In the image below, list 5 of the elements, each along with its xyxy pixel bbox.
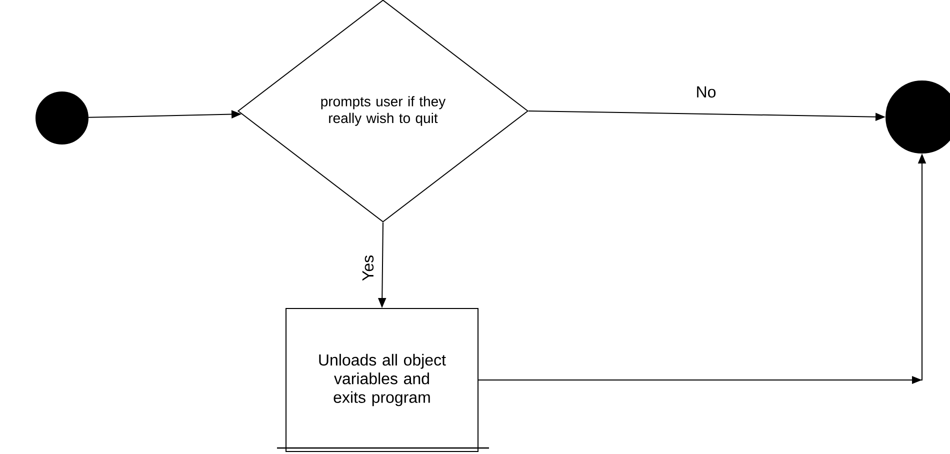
edge-label: Yes	[362, 256, 374, 281]
terminal-circle	[886, 80, 950, 154]
terminal-circle	[36, 92, 88, 144]
process-box: Unloads all object variables and exits program	[286, 308, 478, 452]
edge-label: No	[697, 86, 716, 98]
